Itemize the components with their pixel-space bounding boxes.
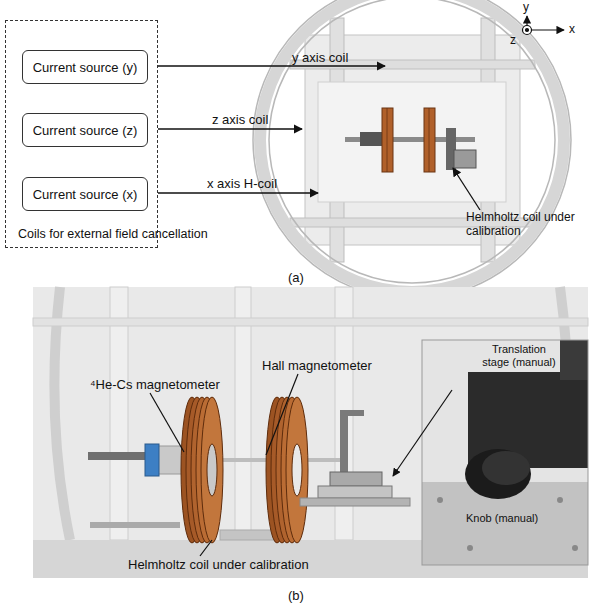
- axis-label: x: [569, 22, 575, 36]
- callout-leaders: [150, 374, 452, 556]
- part-label: Knob (manual): [466, 512, 538, 525]
- current-source-box: Current source (y): [22, 50, 148, 84]
- translation-stand: [300, 410, 410, 506]
- axis-triad: [523, 16, 565, 35]
- axis-label: y: [523, 0, 529, 14]
- part-label: Hall magnetometer: [262, 358, 372, 373]
- part-label: ⁴He-Cs magnetometer: [90, 377, 220, 392]
- coil-label: y axis coil: [292, 50, 348, 65]
- axis-label: z: [510, 33, 516, 47]
- coil-label: x axis H-coil: [207, 176, 277, 191]
- part-label: Helmholtz coil under calibration: [466, 210, 586, 238]
- stage-photo-inset: [422, 340, 588, 565]
- dashed-group-box: Coils for external field cancellationCur…: [5, 20, 158, 248]
- leader-arrows: [147, 66, 480, 210]
- part-label: Translation stage (manual): [480, 343, 558, 369]
- current-source-box: Current source (z): [22, 113, 148, 147]
- box-text: Current source (z): [33, 123, 138, 138]
- shield-top-view: [253, 0, 571, 299]
- coil-label: z axis coil: [212, 112, 268, 127]
- panel-caption: (b): [288, 588, 304, 603]
- helmholtz-coil-pair: [181, 397, 308, 543]
- box-text: Current source (x): [33, 187, 138, 202]
- part-label: Helmholtz coil under calibration: [128, 557, 309, 572]
- box-text: Current source (y): [33, 60, 138, 75]
- group-title: Coils for external field cancellation: [18, 227, 208, 241]
- panel-caption: (a): [288, 270, 304, 285]
- shield-side-view: [33, 287, 588, 578]
- current-source-box: Current source (x): [22, 177, 148, 211]
